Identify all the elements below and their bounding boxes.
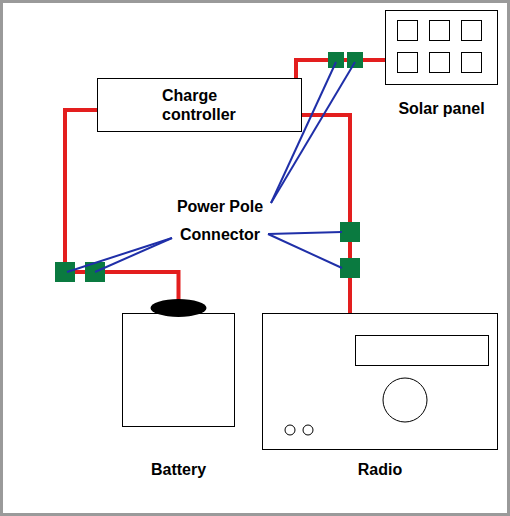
solar-cell [398,53,418,73]
radio-knob [285,425,295,435]
solar-cell [462,53,482,73]
wire [65,110,179,313]
part-label: Battery [122,460,235,479]
leader-line [268,232,342,234]
leader-line [95,238,172,272]
connector-symbol [55,262,75,282]
solar-cell [430,21,450,41]
connector-symbol [328,52,344,68]
part-label: Radio [262,460,498,479]
connector-symbol [340,258,360,278]
radio-dial [383,378,427,422]
radio-display [356,336,489,366]
solar-cell [430,53,450,73]
part-label: Solar panel [385,99,498,118]
leader-line [268,234,342,268]
solar-cell [462,21,482,41]
connector-symbol [340,222,360,242]
battery-terminal [151,299,207,317]
callout-label: Power Pole Connector [140,193,300,249]
wire [302,115,350,313]
solar-cell [398,21,418,41]
panel-outline [386,11,498,85]
radio-knob [303,425,313,435]
leader-line [67,238,172,272]
battery-picture [122,313,235,427]
solar-panel: Solar panel [385,10,498,118]
charge-controller-box: Charge controller [97,78,302,132]
solar-panel-picture [385,10,498,85]
radio-picture [262,313,498,450]
leader-lines [67,62,355,272]
box-title: Charge controller [162,86,272,124]
power-pole-connectors [55,52,363,282]
battery-body [123,314,235,427]
radio-body [263,314,498,450]
connector-symbol [347,52,363,68]
radio: Radio [262,313,498,479]
battery: Battery [122,313,235,479]
